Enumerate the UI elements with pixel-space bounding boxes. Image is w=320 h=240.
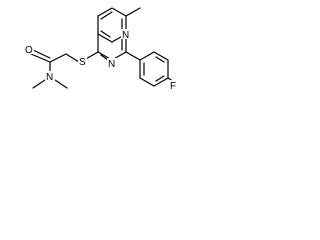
- bond: [139, 51, 155, 61]
- molecule-diagram: S N N O N F: [24, 7, 179, 92]
- bond: [155, 75, 165, 82]
- atom-bg: [24, 44, 34, 54]
- nitrogen-atom: N: [108, 59, 115, 70]
- atom-bg: [45, 71, 55, 81]
- bond: [32, 49, 51, 59]
- bond: [125, 51, 141, 61]
- bond: [111, 7, 127, 17]
- bond: [100, 11, 113, 20]
- oxygen-atom: O: [25, 45, 33, 56]
- sulfur-atom: S: [79, 57, 86, 68]
- bond: [155, 56, 165, 63]
- bond: [65, 53, 80, 63]
- nitrogen-atom: N: [122, 30, 129, 41]
- bond: [49, 53, 67, 63]
- bond: [125, 7, 141, 17]
- bond: [97, 7, 113, 17]
- bond: [139, 77, 155, 87]
- bond: [153, 51, 169, 61]
- atom-bg: [121, 29, 131, 39]
- structure-canvas: S N N O N F: [0, 0, 181, 107]
- bond: [153, 77, 169, 87]
- nitrogen-atom: N: [46, 72, 53, 83]
- bond: [97, 33, 113, 43]
- bond: [54, 79, 68, 89]
- atom-bg: [107, 58, 117, 68]
- bond: [100, 30, 111, 38]
- atom-bg: [169, 80, 179, 90]
- atom-bg: [78, 56, 87, 66]
- bond: [30, 53, 51, 63]
- bond: [32, 79, 46, 89]
- fluorine-atom: F: [170, 81, 176, 92]
